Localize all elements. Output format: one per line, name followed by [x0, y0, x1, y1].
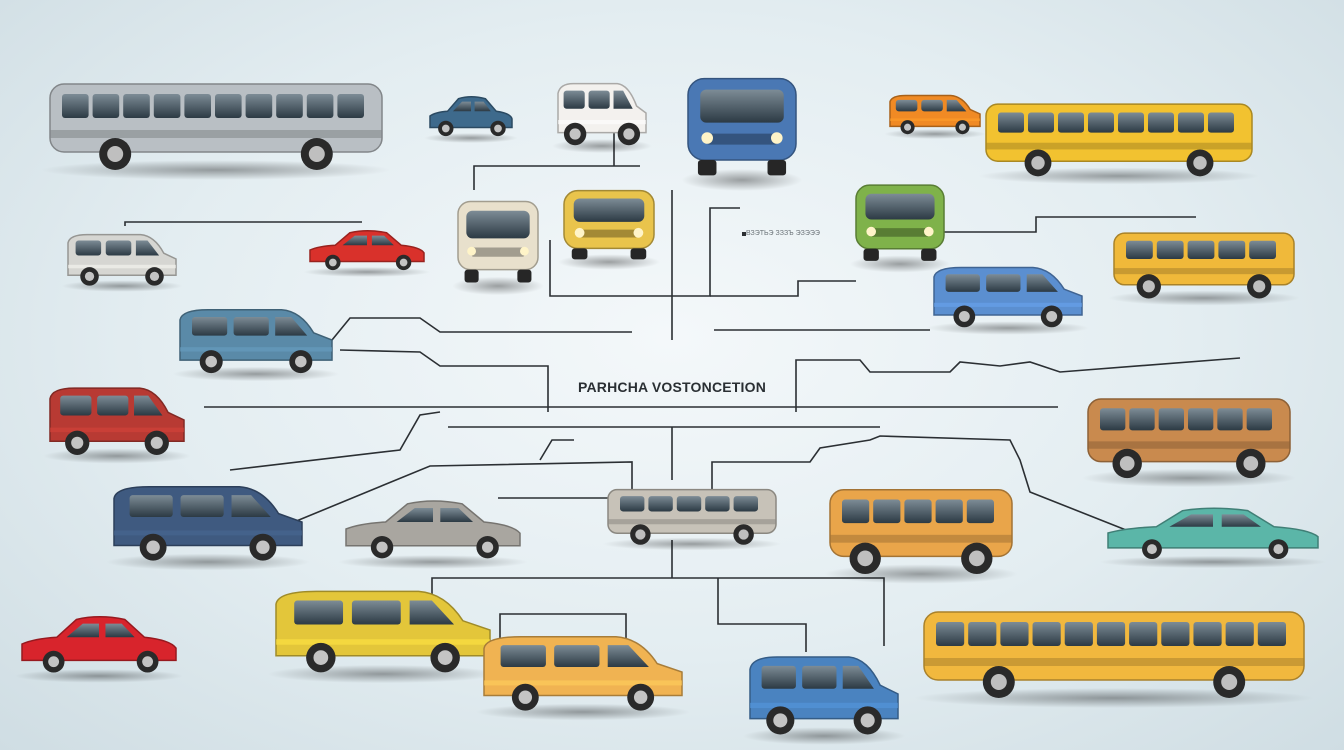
connector-line: [549, 240, 672, 297]
colorful-food-truck-icon: [850, 184, 950, 273]
connector-line: [124, 221, 362, 226]
red-blue-truck-icon: [926, 266, 1090, 335]
orange-mini-van-icon: [884, 94, 986, 139]
connector-line: [717, 578, 807, 652]
navy-minivan-icon: [106, 485, 310, 571]
yellow-green-van-icon: [267, 590, 499, 684]
beige-camper-icon: [452, 200, 544, 296]
connector-line: [229, 411, 441, 471]
red-suv-icon: [43, 387, 191, 464]
orange-minivan-icon: [475, 635, 691, 721]
connector-line: [539, 439, 574, 461]
red-hatchback-icon: [303, 230, 431, 277]
silver-coach-bus-icon: [41, 83, 391, 180]
blue-compact-car-icon: [424, 96, 518, 143]
connector-line: [331, 317, 632, 341]
yellow-coach-bus-icon: [978, 103, 1260, 185]
yellow-flame-bus-icon: [1108, 232, 1300, 306]
orange-tram-icon: [824, 489, 1018, 584]
connector-line: [473, 165, 640, 190]
small-caption: ВЗЭТЬЭ ЗЗЗЪ ЭЗЭЭЭ: [746, 229, 820, 237]
rusty-bus-icon: [1081, 398, 1297, 488]
connector-line: [940, 216, 1196, 233]
center-label: PARHCHA VOSTONCETION: [577, 379, 767, 395]
teal-green-car-icon: [1099, 507, 1327, 569]
grey-sedan-icon: [338, 500, 528, 569]
yellow-front-car-icon: [558, 189, 660, 270]
connector-line: [710, 280, 856, 297]
connector-line: [339, 349, 549, 412]
blue-front-bus-icon: [681, 77, 803, 191]
connector-line: [795, 357, 1241, 412]
connector-line: [672, 207, 740, 297]
red-sports-car-icon: [14, 616, 184, 683]
white-van-icon: [61, 233, 183, 292]
yellow-train-bus-icon: [914, 611, 1314, 708]
connector-line: [711, 435, 1127, 531]
white-red-minibus-icon: [552, 82, 652, 153]
teal-suv-icon: [172, 309, 340, 382]
silver-limo-bus-icon: [602, 488, 782, 551]
connector-line: [293, 461, 633, 523]
blue-truck-icon: [742, 656, 906, 745]
connector-line: [499, 613, 627, 650]
